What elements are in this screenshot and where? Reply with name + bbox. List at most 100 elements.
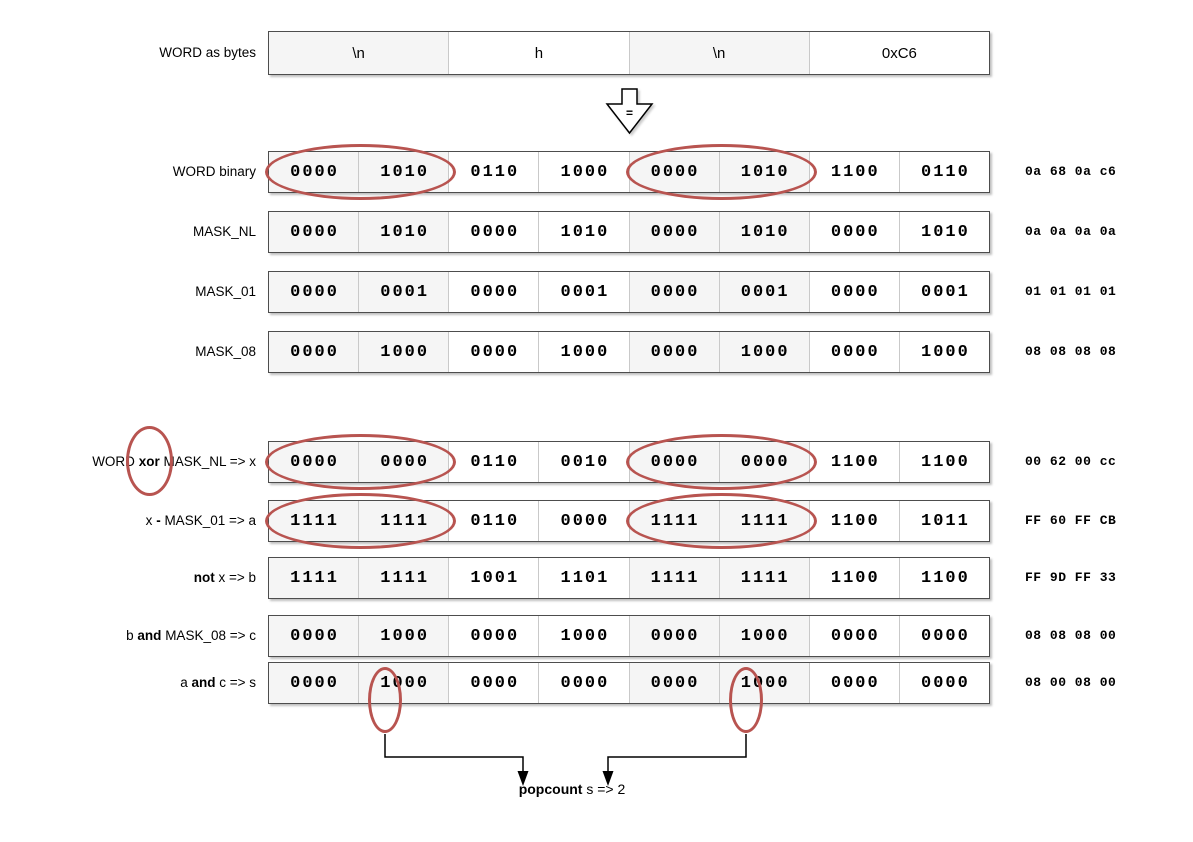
nibble-cell: 0001 — [718, 272, 809, 312]
byte-cell: 0xC6 — [808, 32, 989, 74]
nibble-cell: 0000 — [538, 501, 628, 541]
nibble-cell: 1000 — [538, 152, 628, 192]
nibble-cell: 0000 — [448, 332, 538, 372]
word-as-bytes-box: \n h \n 0xC6 — [268, 31, 990, 75]
hex-value-b: FF 9D FF 33 — [1025, 570, 1117, 585]
nibble-cell: 1000 — [358, 663, 449, 703]
row-label-mask-08: MASK_08 — [0, 331, 256, 373]
xor-highlight-circle: xor — [125, 426, 173, 496]
hex-value-a: FF 60 FF CB — [1025, 513, 1117, 528]
nibble-cell: 0000 — [538, 663, 628, 703]
row-label-mask-nl: MASK_NL — [0, 211, 256, 253]
nibble-cell: 1010 — [898, 212, 989, 252]
nibble-cell: 0001 — [898, 272, 989, 312]
nibble-cell: 1100 — [898, 558, 989, 598]
byte-cell: \n — [269, 32, 449, 74]
nibble-cell: 1000 — [898, 332, 989, 372]
row-label-x: WORD xor MASK_NL => x — [0, 426, 256, 496]
nibble-cell: 0000 — [898, 663, 989, 703]
hex-value-x: 00 62 00 cc — [1025, 454, 1117, 469]
row-label-part: MASK_01 — [195, 284, 256, 299]
row-label-part: and — [137, 628, 162, 643]
nibble-cell: 1000 — [718, 663, 809, 703]
row-label-part: and — [191, 675, 216, 690]
nibble-cell: 1010 — [358, 212, 449, 252]
nibble-cell: 1000 — [538, 332, 628, 372]
nibble-cell: 0110 — [448, 152, 538, 192]
nibble-cell: 1101 — [538, 558, 628, 598]
nibble-cell: 0000 — [269, 272, 359, 312]
nibble-cell: 1111 — [718, 501, 809, 541]
nibble-cell: 0001 — [358, 272, 449, 312]
nibble-cell: 0000 — [628, 212, 719, 252]
nibble-cell: 1100 — [808, 442, 899, 482]
nibble-cell: 0110 — [898, 152, 989, 192]
nibble-cell: 0000 — [808, 272, 899, 312]
row-label-part: MASK_08 => c — [161, 628, 256, 643]
nibble-cell: 0000 — [269, 663, 359, 703]
row-label-part: - — [156, 513, 161, 528]
nibble-cell: 1100 — [808, 501, 899, 541]
word-as-bytes-label: WORD as bytes — [159, 45, 256, 60]
nibble-cell: 0000 — [628, 152, 719, 192]
row-label-part: WORD — [92, 454, 139, 469]
nibble-cell: 1000 — [358, 616, 449, 656]
nibble-cell: 0001 — [538, 272, 628, 312]
nibble-cell: 0000 — [269, 212, 359, 252]
nibble-cell: 1010 — [718, 152, 809, 192]
row-label-a: x - MASK_01 => a — [0, 500, 256, 542]
row-label-part: c => s — [215, 675, 256, 690]
nibble-cell: 0000 — [448, 616, 538, 656]
hex-value-mask-01: 01 01 01 01 — [1025, 284, 1117, 299]
row-label-part: MASK_01 => a — [160, 513, 256, 528]
row-label-part: not — [193, 570, 215, 585]
popcount-rest: s => 2 — [582, 781, 626, 797]
row-label-word-binary: WORD binary — [0, 151, 256, 193]
nibble-cell: 1111 — [718, 558, 809, 598]
nibble-cell: 0000 — [628, 663, 719, 703]
row-label-part: a — [180, 675, 192, 690]
byte-cell: \n — [628, 32, 809, 74]
nibble-cell: 1000 — [718, 332, 809, 372]
nibble-cell: 0000 — [898, 616, 989, 656]
nibble-cell: 1111 — [628, 501, 719, 541]
row-label-b: not x => b — [0, 557, 256, 599]
nibble-cell: 1000 — [358, 332, 449, 372]
nibble-cell: 1100 — [808, 152, 899, 192]
nibble-cell: 0000 — [628, 332, 719, 372]
nibble-cell: 1000 — [538, 616, 628, 656]
nibble-cell: 1111 — [269, 558, 359, 598]
nibble-cell: 1010 — [538, 212, 628, 252]
row-label-part: x — [145, 513, 157, 528]
hex-value-s: 08 00 08 00 — [1025, 675, 1117, 690]
nibble-cell: 1100 — [898, 442, 989, 482]
byte-cell: h — [448, 32, 628, 74]
nibble-cell: 1100 — [808, 558, 899, 598]
nibble-cell: 1111 — [628, 558, 719, 598]
popcount-op: popcount — [518, 781, 583, 797]
nibble-cell: 0000 — [808, 616, 899, 656]
row-label-c: b and MASK_08 => c — [0, 615, 256, 657]
nibble-cell: 0000 — [448, 272, 538, 312]
nibble-cell: 0110 — [448, 442, 538, 482]
row-label-mask-01: MASK_01 — [0, 271, 256, 313]
nibble-cell: 0000 — [628, 272, 719, 312]
nibble-cell: 0000 — [269, 152, 359, 192]
row-label-part: x => b — [214, 570, 256, 585]
hex-value-word-binary: 0a 68 0a c6 — [1025, 164, 1117, 179]
nibble-cell: 0000 — [628, 616, 719, 656]
row-label-part: MASK_08 — [195, 344, 256, 359]
nibble-cell: 0000 — [358, 442, 449, 482]
nibble-cell: 0110 — [448, 501, 538, 541]
nibble-cell: 0000 — [808, 332, 899, 372]
